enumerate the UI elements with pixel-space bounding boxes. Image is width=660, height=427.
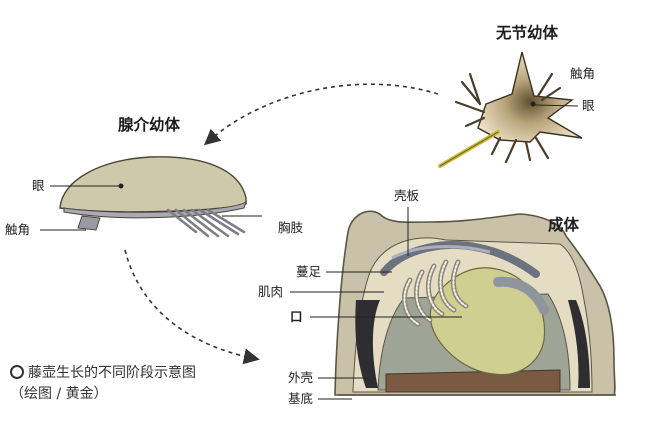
circle-bullet-icon <box>10 365 24 379</box>
caption-title: 藤壶生长的不同阶段示意图 <box>28 365 196 381</box>
nauplius-larva <box>438 51 583 168</box>
caption-credit: （绘图 / 黄金） <box>10 386 108 402</box>
adult-shell-label: 外壳 <box>288 370 314 385</box>
cyprid-eye-label: 眼 <box>32 178 45 193</box>
adult-leader-lines <box>290 207 462 400</box>
cyprid-larva <box>40 156 262 238</box>
cyprid-legs-label: 胸肢 <box>278 220 304 235</box>
cyprid-title: 腺介幼体 <box>118 116 181 134</box>
arrow-cyprid-to-adult <box>124 249 260 365</box>
adult-mouth-label: 口 <box>290 309 303 324</box>
arrow-nauplius-to-cyprid <box>203 83 439 146</box>
figure-caption: 藤壶生长的不同阶段示意图 （绘图 / 黄金） <box>10 363 196 405</box>
cyprid-antenna-label: 触角 <box>5 222 31 237</box>
nauplius-title: 无节幼体 <box>496 24 559 42</box>
adult-title: 成体 <box>548 216 580 234</box>
nauplius-eye-label: 眼 <box>582 98 595 113</box>
adult-base-label: 基底 <box>288 391 314 406</box>
adult-plates-label: 壳板 <box>394 188 420 203</box>
nauplius-antenna-label: 触角 <box>570 66 596 81</box>
adult-cirri-label: 蔓足 <box>296 264 322 279</box>
adult-barnacle <box>334 210 616 396</box>
adult-muscle-label: 肌肉 <box>258 284 284 299</box>
nauplius-eye-leader <box>534 104 579 107</box>
